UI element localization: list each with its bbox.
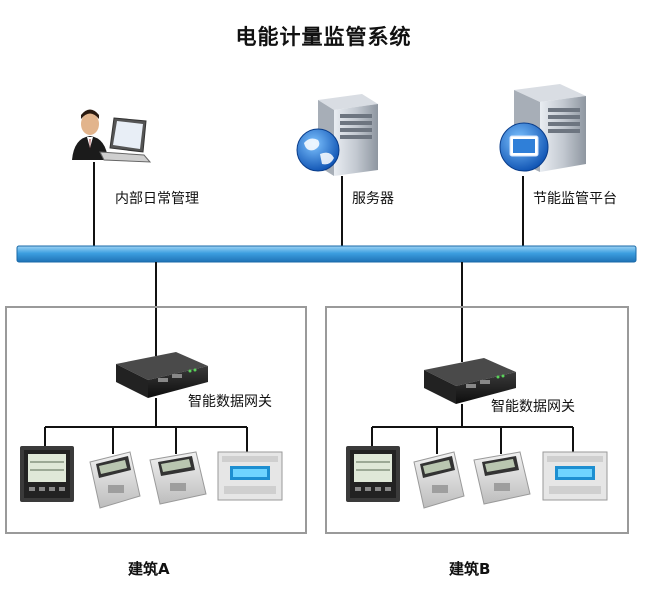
label-platform: 节能监管平台 <box>533 191 617 207</box>
building-a-frame <box>5 306 307 534</box>
din-rail-meter-b <box>542 451 608 501</box>
person-laptop-icon <box>72 109 152 163</box>
single-phase-meter-a2 <box>149 451 207 505</box>
server-globe-icon <box>296 94 378 176</box>
network-bus <box>16 245 637 263</box>
meter-bus-b <box>371 404 574 454</box>
building-b-frame <box>325 306 629 534</box>
label-gateway-b: 智能数据网关 <box>491 399 575 415</box>
label-building-a: 建筑A <box>128 560 170 578</box>
meter-bus-a <box>44 398 248 454</box>
single-phase-meter-a1 <box>89 451 141 509</box>
label-internal-management: 内部日常管理 <box>115 191 199 207</box>
din-rail-meter-a <box>217 451 283 501</box>
single-phase-meter-b1 <box>413 451 465 509</box>
label-gateway-a: 智能数据网关 <box>188 394 272 410</box>
panel-meter-b <box>346 446 400 502</box>
label-server: 服务器 <box>352 191 394 207</box>
diagram-title: 电能计量监管系统 <box>235 25 412 49</box>
gateway-device-a <box>116 352 208 398</box>
single-phase-meter-b2 <box>473 451 531 505</box>
label-building-b: 建筑B <box>449 560 491 578</box>
gateway-device-b <box>424 358 516 404</box>
platform-server-icon <box>499 84 586 172</box>
panel-meter-a <box>20 446 74 502</box>
